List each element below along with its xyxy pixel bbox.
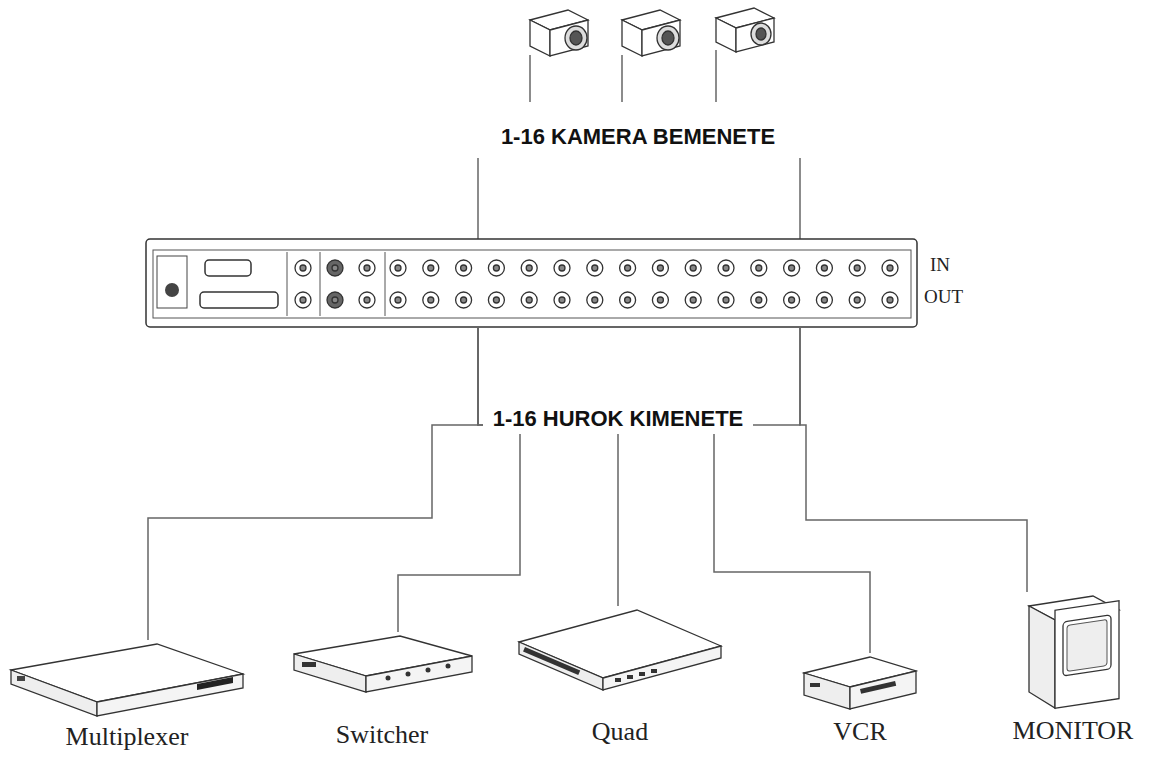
device-drawing (1023, 592, 1123, 714)
device-label: VCR (798, 717, 922, 747)
video-cable (478, 328, 618, 606)
device: Switcher (288, 632, 477, 752)
signal-label: 1-16 HUROK KIMENETE (483, 404, 754, 434)
cctv-cameras (530, 8, 774, 56)
device-drawing (290, 632, 475, 698)
io-label: IN (930, 254, 950, 276)
signal-label: 1-16 KAMERA BEMENETE (491, 122, 785, 152)
video-cable (398, 328, 520, 632)
camera (530, 10, 588, 56)
device-label: Multiplexer (5, 722, 249, 752)
panel-drawing (145, 238, 918, 328)
video-cable (148, 328, 478, 640)
device-drawing (800, 653, 920, 713)
device: MONITOR (1011, 592, 1136, 748)
rear-panel: INOUT (145, 238, 918, 328)
camera (716, 8, 774, 52)
video-cable (714, 328, 870, 653)
camera (622, 10, 680, 56)
io-label: OUT (924, 286, 963, 308)
device-label: MONITOR (1011, 716, 1136, 746)
device: Quad (513, 606, 727, 749)
video-cable (800, 328, 1027, 592)
device: Multiplexer (5, 640, 249, 754)
device-drawing (7, 640, 247, 720)
device-label: Switcher (288, 720, 477, 750)
camera-lines (478, 50, 800, 240)
device: VCR (798, 653, 922, 749)
device-drawing (515, 606, 725, 694)
device-label: Quad (513, 717, 727, 747)
